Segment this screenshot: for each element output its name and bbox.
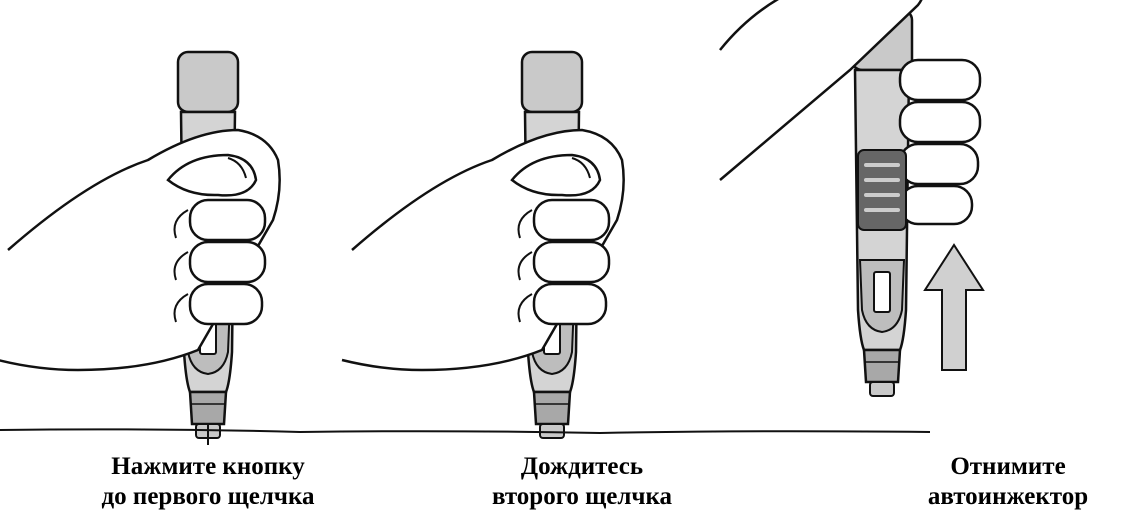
step-3-illustration bbox=[720, 0, 983, 396]
step-2-caption: Дождитесь второго щелчка bbox=[492, 452, 672, 512]
step-1-caption: Нажмите кнопку до первого щелчка bbox=[102, 452, 315, 512]
step-1-caption-line1: Нажмите кнопку bbox=[102, 452, 315, 482]
step-1-illustration bbox=[0, 52, 280, 445]
up-arrow-icon bbox=[925, 245, 983, 370]
step-1-caption-line2: до первого щелчка bbox=[102, 482, 315, 512]
step-3-caption-line2: автоинжектор bbox=[928, 482, 1088, 512]
skin-surface-line bbox=[0, 429, 930, 433]
step-2-illustration bbox=[342, 52, 624, 438]
step-2-caption-line1: Дождитесь bbox=[492, 452, 672, 482]
step-2-caption-line2: второго щелчка bbox=[492, 482, 672, 512]
step-3-caption-line1: Отнимите bbox=[928, 452, 1088, 482]
step-3-caption: Отнимите автоинжектор bbox=[928, 452, 1088, 512]
